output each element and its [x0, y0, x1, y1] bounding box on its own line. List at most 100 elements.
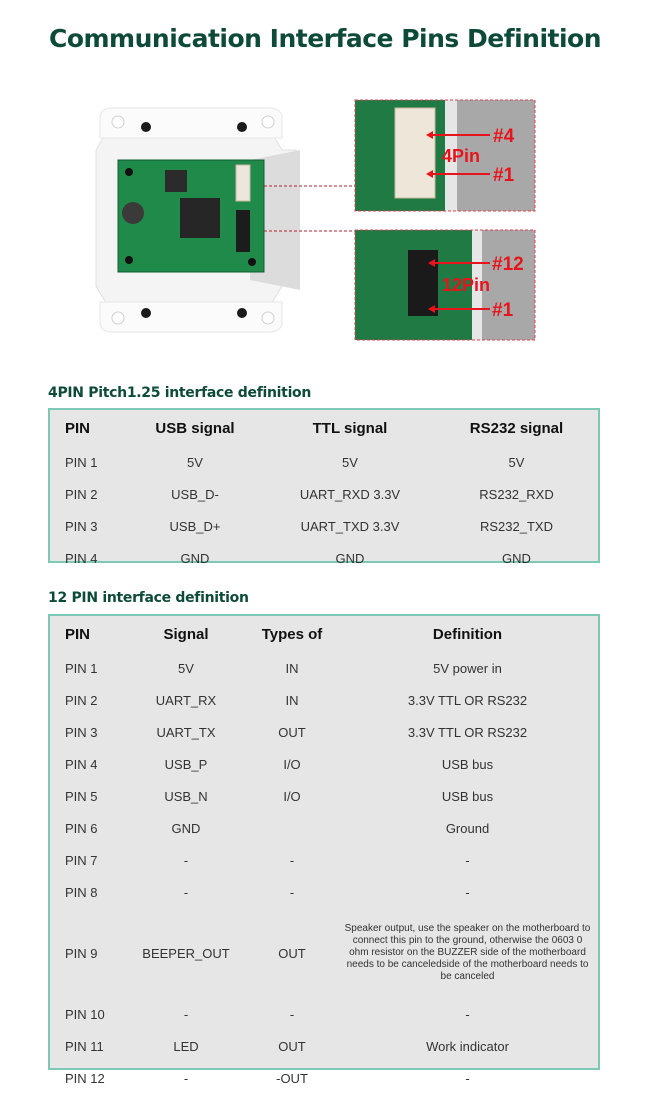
cell-signal: -	[183, 1006, 189, 1022]
header-usb-signal: USB signal	[155, 419, 235, 437]
cell-ttl-signal: GND	[335, 550, 365, 566]
cell-usb-signal: 5V	[187, 454, 203, 470]
cell-ttl-signal: UART_RXD 3.3V	[299, 486, 401, 502]
cell-type: IN	[285, 660, 299, 676]
cell-definition: USB bus	[441, 788, 494, 804]
cell-signal: -	[183, 852, 189, 868]
cell-pin: PIN 3	[65, 518, 98, 534]
section-title-4pin: 4PIN Pitch1.25 interface definition	[48, 385, 312, 401]
cell-definition: Ground	[445, 820, 490, 836]
table-row: PIN 6 GND Ground	[50, 812, 598, 844]
table-row: PIN 5 USB_N I/O USB bus	[50, 780, 598, 812]
cell-ttl-signal: UART_TXD 3.3V	[300, 518, 400, 534]
cell-signal: -	[183, 1070, 189, 1086]
module-illustration: #4 4Pin #1 #12 12Pin #1	[95, 99, 536, 341]
cell-type: -	[289, 852, 295, 868]
header-types-of: Types of	[261, 625, 323, 643]
callout-4pin-high: #4	[493, 126, 515, 147]
callout-12pin-label: 12Pin	[442, 275, 490, 295]
page-title: Communication Interface Pins Definition	[48, 24, 602, 53]
cell-usb-signal: USB_D-	[171, 486, 219, 502]
table-row: PIN 9 BEEPER_OUT OUT Speaker output, use th…	[50, 908, 598, 998]
cell-signal: GND	[171, 820, 201, 836]
cell-type	[247, 812, 337, 844]
cell-type: -	[289, 1006, 295, 1022]
cell-rs232-signal: RS232_RXD	[479, 486, 554, 502]
table-row: PIN 10---	[50, 998, 598, 1030]
cell-usb-signal: GND	[180, 550, 210, 566]
inset-4pin	[354, 99, 536, 212]
cell-signal: USB_N	[164, 788, 208, 804]
cell-signal: UART_TX	[156, 724, 216, 740]
callout-4pin-label: 4Pin	[442, 146, 480, 166]
cell-type: -OUT	[276, 1070, 308, 1086]
cell-rs232-signal: RS232_TXD	[480, 518, 553, 534]
table-header-row: PIN USB signal TTL signal RS232 signal	[50, 410, 598, 446]
table-row: PIN 7 - - -	[50, 844, 598, 876]
table-row: PIN 3 UART_TX OUT 3.3V TTL OR RS232	[50, 716, 598, 748]
callout-4pin-low: #1	[493, 165, 515, 186]
cell-pin: PIN 1	[65, 660, 98, 676]
cell-pin: PIN 4	[65, 550, 98, 566]
section-title-12pin: 12 PIN interface definition	[48, 590, 249, 606]
cell-definition: 3.3V TTL OR RS232	[407, 692, 528, 708]
cell-pin: PIN 2	[65, 692, 98, 708]
cell-pin: PIN 3	[65, 724, 98, 740]
table-row: PIN 8---	[50, 876, 598, 908]
table-4pin: PIN USB signal TTL signal RS232 signal P…	[48, 408, 600, 566]
table-row: PIN 2 USB_D- UART_RXD 3.3V RS232_RXD	[50, 478, 598, 510]
callout-12pin-low: #1	[492, 300, 514, 321]
cell-signal: UART_RX	[155, 692, 217, 708]
cell-type: I/O	[283, 788, 301, 804]
cell-pin: PIN 2	[65, 486, 98, 502]
cell-pin: PIN 1	[65, 454, 98, 470]
table-12pin: PIN Signal Types of Definition PIN 1 5V IN…	[48, 614, 600, 1086]
cell-rs232-signal: 5V	[508, 454, 525, 470]
cell-pin: PIN 6	[65, 820, 98, 836]
inset-12pin	[354, 229, 536, 341]
cell-definition: USB bus	[441, 756, 494, 772]
cell-type: I/O	[283, 756, 301, 772]
cell-pin: PIN 7	[65, 852, 98, 868]
cell-type: OUT	[278, 1038, 306, 1054]
pcb-board	[117, 159, 265, 273]
cell-signal: LED	[173, 1038, 199, 1054]
header-rs232-signal: RS232 signal	[469, 419, 564, 437]
cell-definition: 5V power in	[433, 660, 502, 676]
cell-signal: 5V	[178, 660, 194, 676]
cell-definition: Work indicator	[426, 1038, 509, 1054]
cell-pin: PIN 11	[65, 1038, 104, 1054]
table-row: PIN 12 - -OUT -	[50, 1062, 598, 1094]
table-row: PIN 4 GND GND GND	[50, 542, 598, 574]
cell-pin: PIN 8	[65, 884, 98, 900]
cell-pin: PIN 10	[65, 1006, 105, 1022]
table-row: PIN 1 5V 5V 5V	[50, 446, 598, 478]
header-pin: PIN	[65, 625, 91, 643]
cell-usb-signal: USB_D+	[169, 518, 221, 534]
table-row: PIN 11 LED OUT Work indicator	[50, 1030, 598, 1062]
table-row: PIN 1 5V IN 5V power in	[50, 652, 598, 684]
cell-ttl-signal: 5V	[342, 454, 358, 470]
cell-type: OUT	[278, 945, 306, 961]
cell-definition: Speaker output, use the speaker on the m…	[344, 923, 591, 982]
header-signal: Signal	[163, 625, 209, 643]
cell-type: -	[289, 884, 295, 900]
cell-pin: PIN 9	[65, 945, 98, 961]
header-definition: Definition	[432, 625, 503, 643]
cell-type: OUT	[278, 724, 306, 740]
header-pin: PIN	[65, 419, 91, 437]
cell-definition: -	[465, 1070, 470, 1086]
callout-12pin-high: #12	[492, 254, 524, 275]
cell-signal: BEEPER_OUT	[142, 945, 230, 961]
table-row: PIN 2 UART_RX IN 3.3V TTL OR RS232	[50, 684, 598, 716]
cell-rs232-signal: GND	[502, 550, 531, 566]
cell-pin: PIN 4	[65, 756, 98, 772]
product-photo: #4 4Pin #1 #12 12Pin #1	[0, 90, 650, 350]
cell-pin: PIN 5	[65, 788, 98, 804]
cell-definition: -	[465, 852, 470, 868]
cell-pin: PIN 12	[65, 1070, 105, 1086]
cell-definition: -	[465, 884, 470, 900]
cell-type: IN	[285, 692, 299, 708]
cell-definition: 3.3V TTL OR RS232	[407, 724, 528, 740]
